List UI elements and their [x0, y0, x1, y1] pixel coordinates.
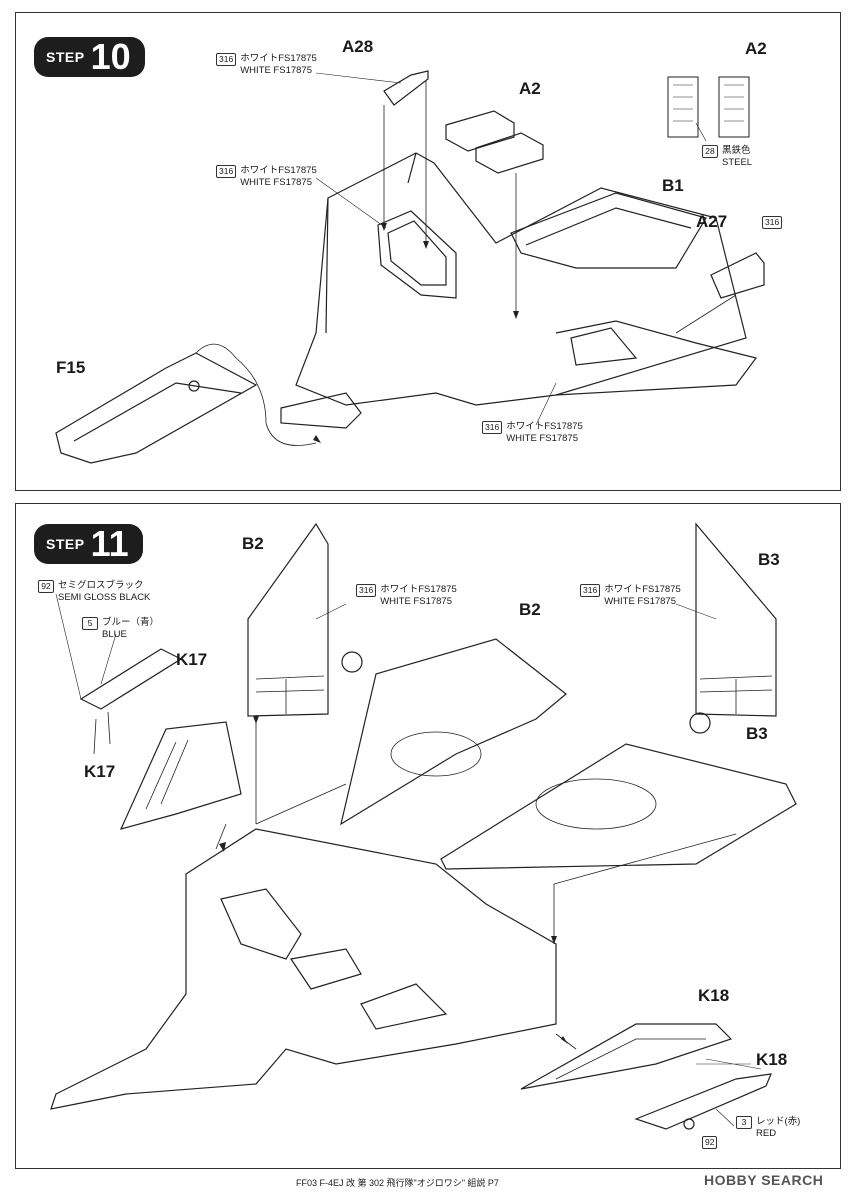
paint-code: 316 [580, 584, 601, 597]
a2-detail-inset [667, 76, 750, 142]
a2-insert-11 [289, 948, 362, 990]
paint-jp: ブルー（青） [102, 617, 160, 628]
paint-en: RED [756, 1128, 777, 1139]
step-word: STEP [46, 49, 85, 65]
paint-code: 316 [216, 165, 237, 178]
paint-code: 92 [38, 580, 54, 593]
b3-side-view [695, 522, 777, 717]
label-k18-a: K18 [698, 986, 730, 1005]
code-92-bottom: 92 [702, 1136, 718, 1149]
fuselage-assembly [50, 828, 557, 1110]
step-11-badge: STEP 11 [34, 524, 143, 564]
paint-jp: ホワイトFS17875 [604, 584, 681, 595]
label-k17-top: K17 [176, 650, 208, 669]
step-11-drawing [50, 522, 797, 1130]
b2-wing-panel [340, 638, 567, 826]
note-steel: 28 黒鉄色 STEEL [702, 145, 752, 169]
paint-en: WHITE FS17875 [380, 596, 452, 607]
rotate-icon-left [341, 651, 363, 673]
page-footer: FF03 F-4EJ 改 第 302 飛行隊"オジロワシ" 組説 P7 [296, 1178, 499, 1188]
step-10-panel: STEP 10 [15, 12, 841, 491]
rear-bay [570, 327, 638, 366]
paint-jp: ホワイトFS17875 [506, 421, 583, 432]
paint-en: WHITE FS17875 [506, 433, 578, 444]
k17-flap [119, 721, 242, 830]
step-10-badge: STEP 10 [34, 37, 145, 77]
note-white-right: 316 ホワイトFS17875 WHITE FS17875 [580, 584, 681, 608]
step-number: 10 [90, 36, 131, 77]
note-blue: 5 ブルー（青） BLUE [82, 617, 159, 641]
a28-part [383, 70, 429, 106]
rear-bay-11 [360, 983, 448, 1030]
k18-small [634, 1073, 772, 1130]
label-f15: F15 [56, 358, 86, 377]
note-white-3: 316 ホワイトFS17875 WHITE FS17875 [482, 421, 583, 445]
paint-jp: 黒鉄色 [722, 145, 751, 156]
paint-code: 316 [356, 584, 377, 597]
watermark: HOBBY SEARCH [704, 1172, 824, 1188]
k18-flap [520, 1023, 733, 1090]
paint-jp: レッド(赤) [756, 1116, 801, 1127]
k17-small [79, 648, 183, 710]
paint-en: SEMI GLOSS BLACK [58, 592, 151, 603]
a27-paint-code: 316 [762, 216, 783, 229]
step-number: 11 [90, 523, 129, 564]
label-b3-mid: B3 [746, 724, 768, 743]
label-b1: B1 [662, 176, 684, 195]
label-a28: A28 [342, 37, 374, 56]
paint-jp: ホワイトFS17875 [380, 584, 457, 595]
label-b2-mid: B2 [519, 600, 541, 619]
f15-part [55, 352, 258, 464]
b1-part [510, 192, 707, 269]
label-k18-b: K18 [756, 1050, 788, 1069]
paint-code: 316 [216, 53, 237, 66]
paint-en: STEEL [722, 157, 753, 168]
b2-side-view [247, 522, 329, 717]
cockpit-tub [377, 210, 457, 299]
paint-en: BLUE [102, 629, 127, 640]
paint-jp: セミグロスブラック [58, 580, 144, 591]
rotate-icon-right [689, 712, 711, 734]
paint-code: 316 [482, 421, 503, 434]
paint-jp: ホワイトFS17875 [240, 53, 317, 64]
paint-en: WHITE FS17875 [604, 596, 676, 607]
label-b3-right: B3 [758, 550, 780, 569]
label-k17-left: K17 [84, 762, 116, 781]
paint-jp: ホワイトFS17875 [240, 165, 317, 176]
a2-insert-2 [475, 132, 544, 174]
b3-wing-panel [440, 743, 797, 870]
fuselage-floor [295, 152, 747, 406]
paint-en: WHITE FS17875 [240, 65, 312, 76]
note-white-1: 316 ホワイトFS17875 WHITE FS17875 [216, 53, 317, 77]
cockpit-tub-11 [220, 888, 302, 960]
note-white-2: 316 ホワイトFS17875 WHITE FS17875 [216, 165, 317, 189]
label-a2-right: A2 [745, 39, 767, 58]
a2-insert-1 [445, 110, 515, 152]
note-white-left: 316 ホワイトFS17875 WHITE FS17875 [356, 584, 457, 608]
paint-code: 3 [736, 1116, 752, 1129]
step-11-panel: STEP 11 [15, 503, 841, 1169]
label-a27: A27 [696, 212, 728, 231]
paint-code: 28 [702, 145, 718, 158]
paint-en: WHITE FS17875 [240, 177, 312, 188]
step-word: STEP [46, 536, 85, 552]
note-semi-gloss: 92 セミグロスブラック SEMI GLOSS BLACK [38, 580, 150, 604]
step-10-drawing [55, 70, 765, 464]
a27-part [710, 252, 765, 299]
paint-code: 5 [82, 617, 98, 630]
label-a2-top: A2 [519, 79, 541, 98]
note-red: 3 レッド(赤) RED [736, 1116, 800, 1140]
label-b2-left: B2 [242, 534, 264, 553]
